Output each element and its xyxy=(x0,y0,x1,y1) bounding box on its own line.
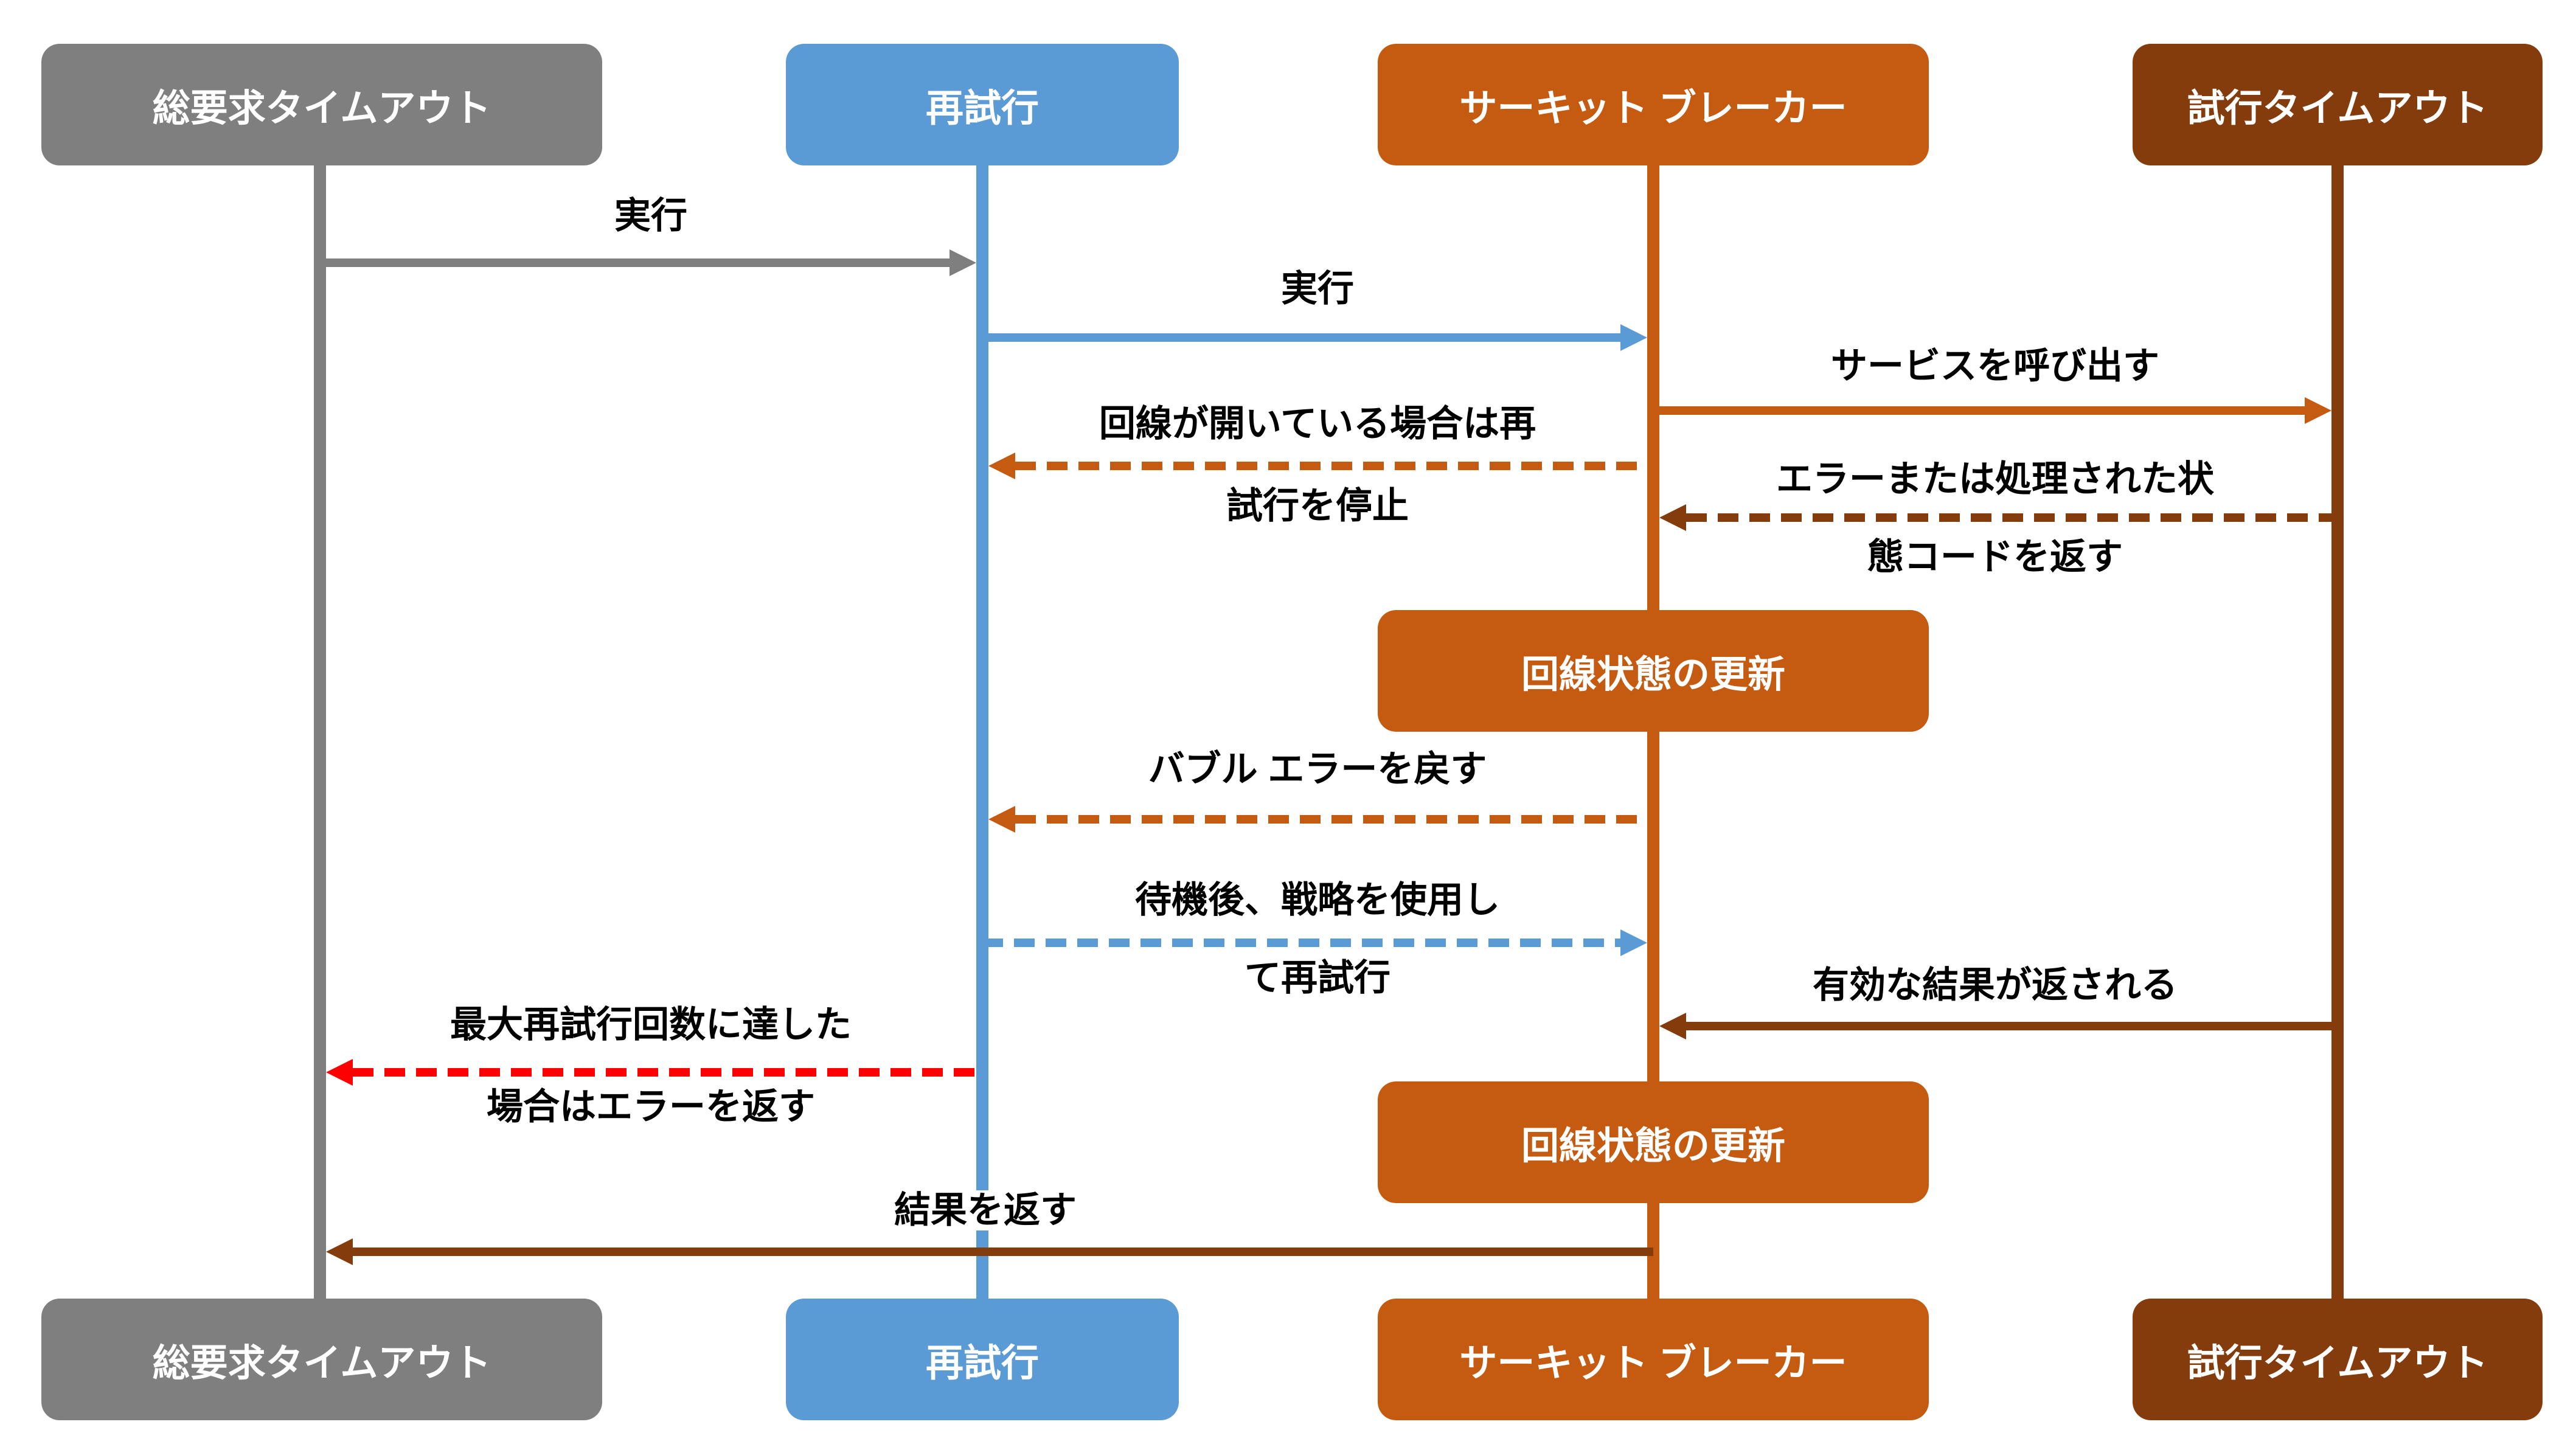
actor-top-attempt-timeout: 試行タイムアウト xyxy=(2133,44,2543,165)
message-6-line xyxy=(1015,815,1653,824)
message-9-arrowhead-icon xyxy=(326,1059,353,1086)
message-4-line xyxy=(1015,462,1653,470)
message-8-label: 有効な結果が返される xyxy=(1805,965,2185,1005)
note-circuit-state-update-2: 回線状態の更新 xyxy=(1378,1081,1929,1203)
message-7-label-line1: 待機後、戦略を使用し xyxy=(1128,880,1507,920)
message-6-arrowhead-icon xyxy=(988,806,1015,833)
actor-top-total-request-timeout: 総要求タイムアウト xyxy=(41,44,602,165)
message-10-arrowhead-icon xyxy=(326,1238,353,1265)
lifeline-retry xyxy=(976,164,988,1300)
lifeline-circuit-breaker xyxy=(1647,164,1659,1300)
message-9-label-line1: 最大再試行回数に達した xyxy=(443,1005,859,1045)
lifeline-attempt-timeout xyxy=(2331,164,2344,1300)
lifeline-total-request-timeout xyxy=(314,164,326,1300)
message-3-line xyxy=(1653,406,2305,415)
actor-bottom-retry: 再試行 xyxy=(786,1299,1179,1420)
message-10-line xyxy=(353,1247,1653,1256)
actor-bottom-total-request-timeout: 総要求タイムアウト xyxy=(41,1299,602,1420)
message-6-label: バブル エラーを戻す xyxy=(1140,749,1495,789)
note-label: 回線状態の更新 xyxy=(1521,1125,1785,1167)
message-1-arrowhead-icon xyxy=(950,249,976,276)
actor-label: 再試行 xyxy=(925,88,1039,130)
actor-label: 総要求タイムアウト xyxy=(152,1342,491,1384)
message-5-label-line2: 態コードを返す xyxy=(1860,537,2130,577)
message-3-label: サービスを呼び出す xyxy=(1824,346,2167,386)
message-2-label: 実行 xyxy=(1274,269,1361,309)
message-1-label: 実行 xyxy=(607,196,695,236)
message-4-label-line2: 試行を停止 xyxy=(1219,486,1416,526)
actor-top-circuit-breaker: サーキット ブレーカー xyxy=(1378,44,1929,165)
message-10-label: 結果を返す xyxy=(887,1190,1084,1230)
message-2-arrowhead-icon xyxy=(1620,324,1647,351)
note-label: 回線状態の更新 xyxy=(1521,654,1785,696)
actor-label: 再試行 xyxy=(925,1342,1039,1384)
note-circuit-state-update-1: 回線状態の更新 xyxy=(1378,610,1929,732)
actor-label: 試行タイムアウト xyxy=(2187,88,2488,130)
actor-bottom-attempt-timeout: 試行タイムアウト xyxy=(2133,1299,2543,1420)
message-7-line xyxy=(982,939,1620,947)
message-4-label-line1: 回線が開いている場合は再 xyxy=(1091,404,1544,444)
actor-label: 試行タイムアウト xyxy=(2187,1342,2488,1384)
actor-bottom-circuit-breaker: サーキット ブレーカー xyxy=(1378,1299,1929,1420)
message-5-line xyxy=(1686,513,2338,522)
message-9-label-line2: 場合はエラーを返す xyxy=(479,1087,822,1127)
message-1-line xyxy=(320,259,950,267)
message-5-arrowhead-icon xyxy=(1659,504,1686,531)
message-4-arrowhead-icon xyxy=(988,453,1015,479)
actor-top-retry: 再試行 xyxy=(786,44,1179,165)
message-2-line xyxy=(982,333,1620,342)
message-7-arrowhead-icon xyxy=(1620,929,1647,956)
message-9-line xyxy=(353,1068,982,1077)
actor-label: サーキット ブレーカー xyxy=(1459,1342,1847,1384)
actor-label: サーキット ブレーカー xyxy=(1459,88,1847,130)
message-5-label-line1: エラーまたは処理された状 xyxy=(1769,459,2221,499)
message-3-arrowhead-icon xyxy=(2305,397,2331,424)
message-8-arrowhead-icon xyxy=(1659,1013,1686,1039)
actor-label: 総要求タイムアウト xyxy=(152,88,491,130)
message-7-label-line2: て再試行 xyxy=(1237,958,1398,998)
message-8-line xyxy=(1686,1022,2338,1030)
